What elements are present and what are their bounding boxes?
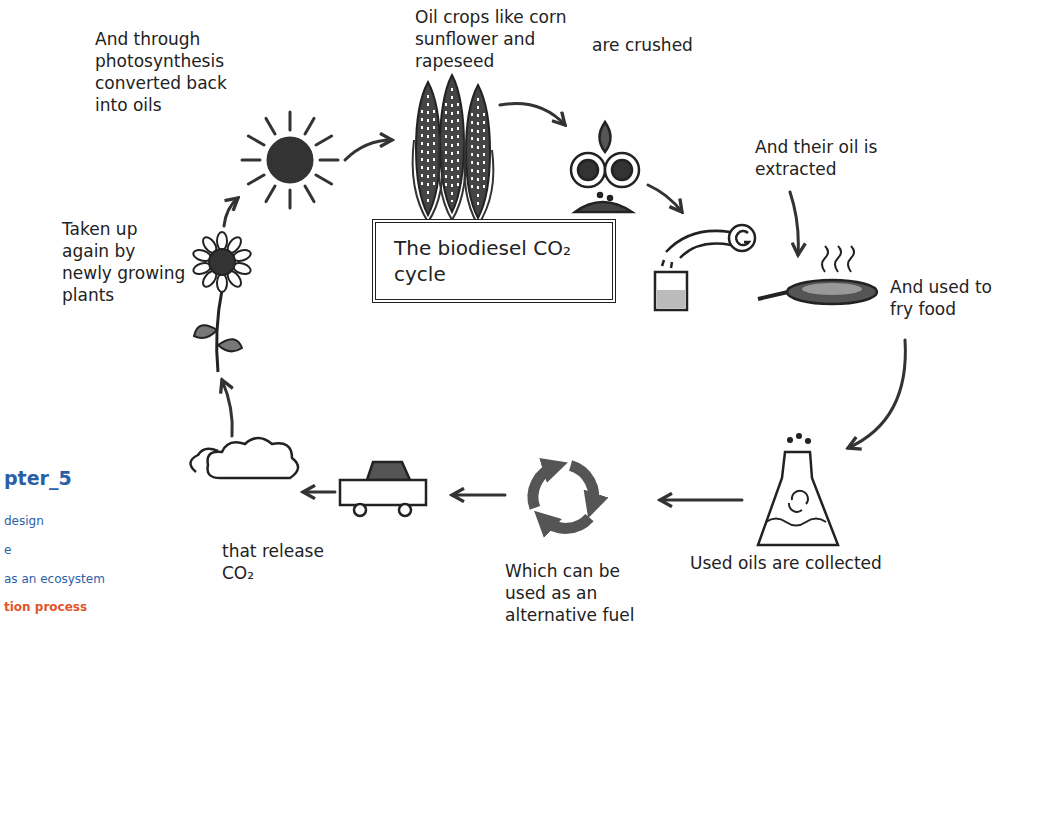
cycle-arrow bbox=[303, 491, 335, 494]
frying-pan-icon bbox=[758, 246, 877, 304]
title-box: The biodiesel CO₂ cycle bbox=[372, 219, 616, 303]
step-caption-box: Which can be used as an alternative fuel bbox=[505, 560, 663, 626]
step-caption-box: And their oil is extracted bbox=[755, 136, 930, 180]
cycle-arrow bbox=[648, 185, 682, 212]
nav-heading: pter_5 bbox=[4, 466, 114, 490]
nav-item: design bbox=[4, 513, 114, 529]
step-caption-box: Taken up again by newly growing plants bbox=[62, 218, 188, 306]
step-caption-box: Oil crops like corn sunflower and rapese… bbox=[415, 6, 570, 72]
cycle-arrow bbox=[345, 140, 392, 160]
step-caption: Which can be used as an alternative fuel bbox=[505, 560, 663, 626]
step-caption: Used oils are collected bbox=[690, 552, 930, 574]
nav-item-box: tion process bbox=[4, 599, 114, 615]
step-caption: Oil crops like corn sunflower and rapese… bbox=[415, 6, 570, 72]
sunflower-icon bbox=[192, 232, 252, 372]
step-caption: And their oil is extracted bbox=[755, 136, 930, 180]
step-caption-box: Used oils are collected bbox=[690, 552, 930, 574]
step-caption: And used to fry food bbox=[890, 276, 1015, 320]
nav-item-box: as an ecosystem bbox=[4, 571, 114, 587]
step-caption-box: And through photosynthesis converted bac… bbox=[95, 28, 247, 116]
nav-heading-box: pter_5 bbox=[4, 466, 114, 490]
cloud-icon bbox=[190, 438, 298, 478]
step-caption: Taken up again by newly growing plants bbox=[62, 218, 188, 306]
nav-item: tion process bbox=[4, 599, 114, 615]
car-icon bbox=[340, 462, 426, 516]
step-caption: that release CO₂ bbox=[222, 540, 327, 584]
cycle-arrow bbox=[660, 499, 742, 502]
recycle-symbol bbox=[533, 466, 594, 529]
cycle-arrow bbox=[500, 104, 565, 125]
cycle-arrow bbox=[790, 192, 798, 255]
step-caption-box: are crushed bbox=[592, 34, 712, 56]
step-caption-box: that release CO₂ bbox=[222, 540, 327, 584]
corn-icon bbox=[413, 75, 494, 225]
extraction-icon bbox=[655, 225, 755, 310]
nav-item: as an ecosystem bbox=[4, 571, 114, 587]
step-caption: And through photosynthesis converted bac… bbox=[95, 28, 247, 116]
crusher-icon bbox=[571, 122, 639, 212]
nav-item-box: e bbox=[4, 542, 114, 558]
cycle-arrow bbox=[222, 380, 232, 436]
cycle-arrow bbox=[848, 340, 905, 448]
sun-icon bbox=[242, 112, 338, 208]
cycle-arrow bbox=[452, 494, 505, 497]
nav-item: e bbox=[4, 542, 114, 558]
step-caption-box: And used to fry food bbox=[890, 276, 1015, 320]
nav-item-box: design bbox=[4, 513, 114, 529]
cycle-arrow bbox=[224, 198, 238, 226]
box-title: The biodiesel CO₂ cycle bbox=[394, 235, 594, 287]
step-caption: are crushed bbox=[592, 34, 712, 56]
collection-flask-icon bbox=[758, 434, 838, 545]
